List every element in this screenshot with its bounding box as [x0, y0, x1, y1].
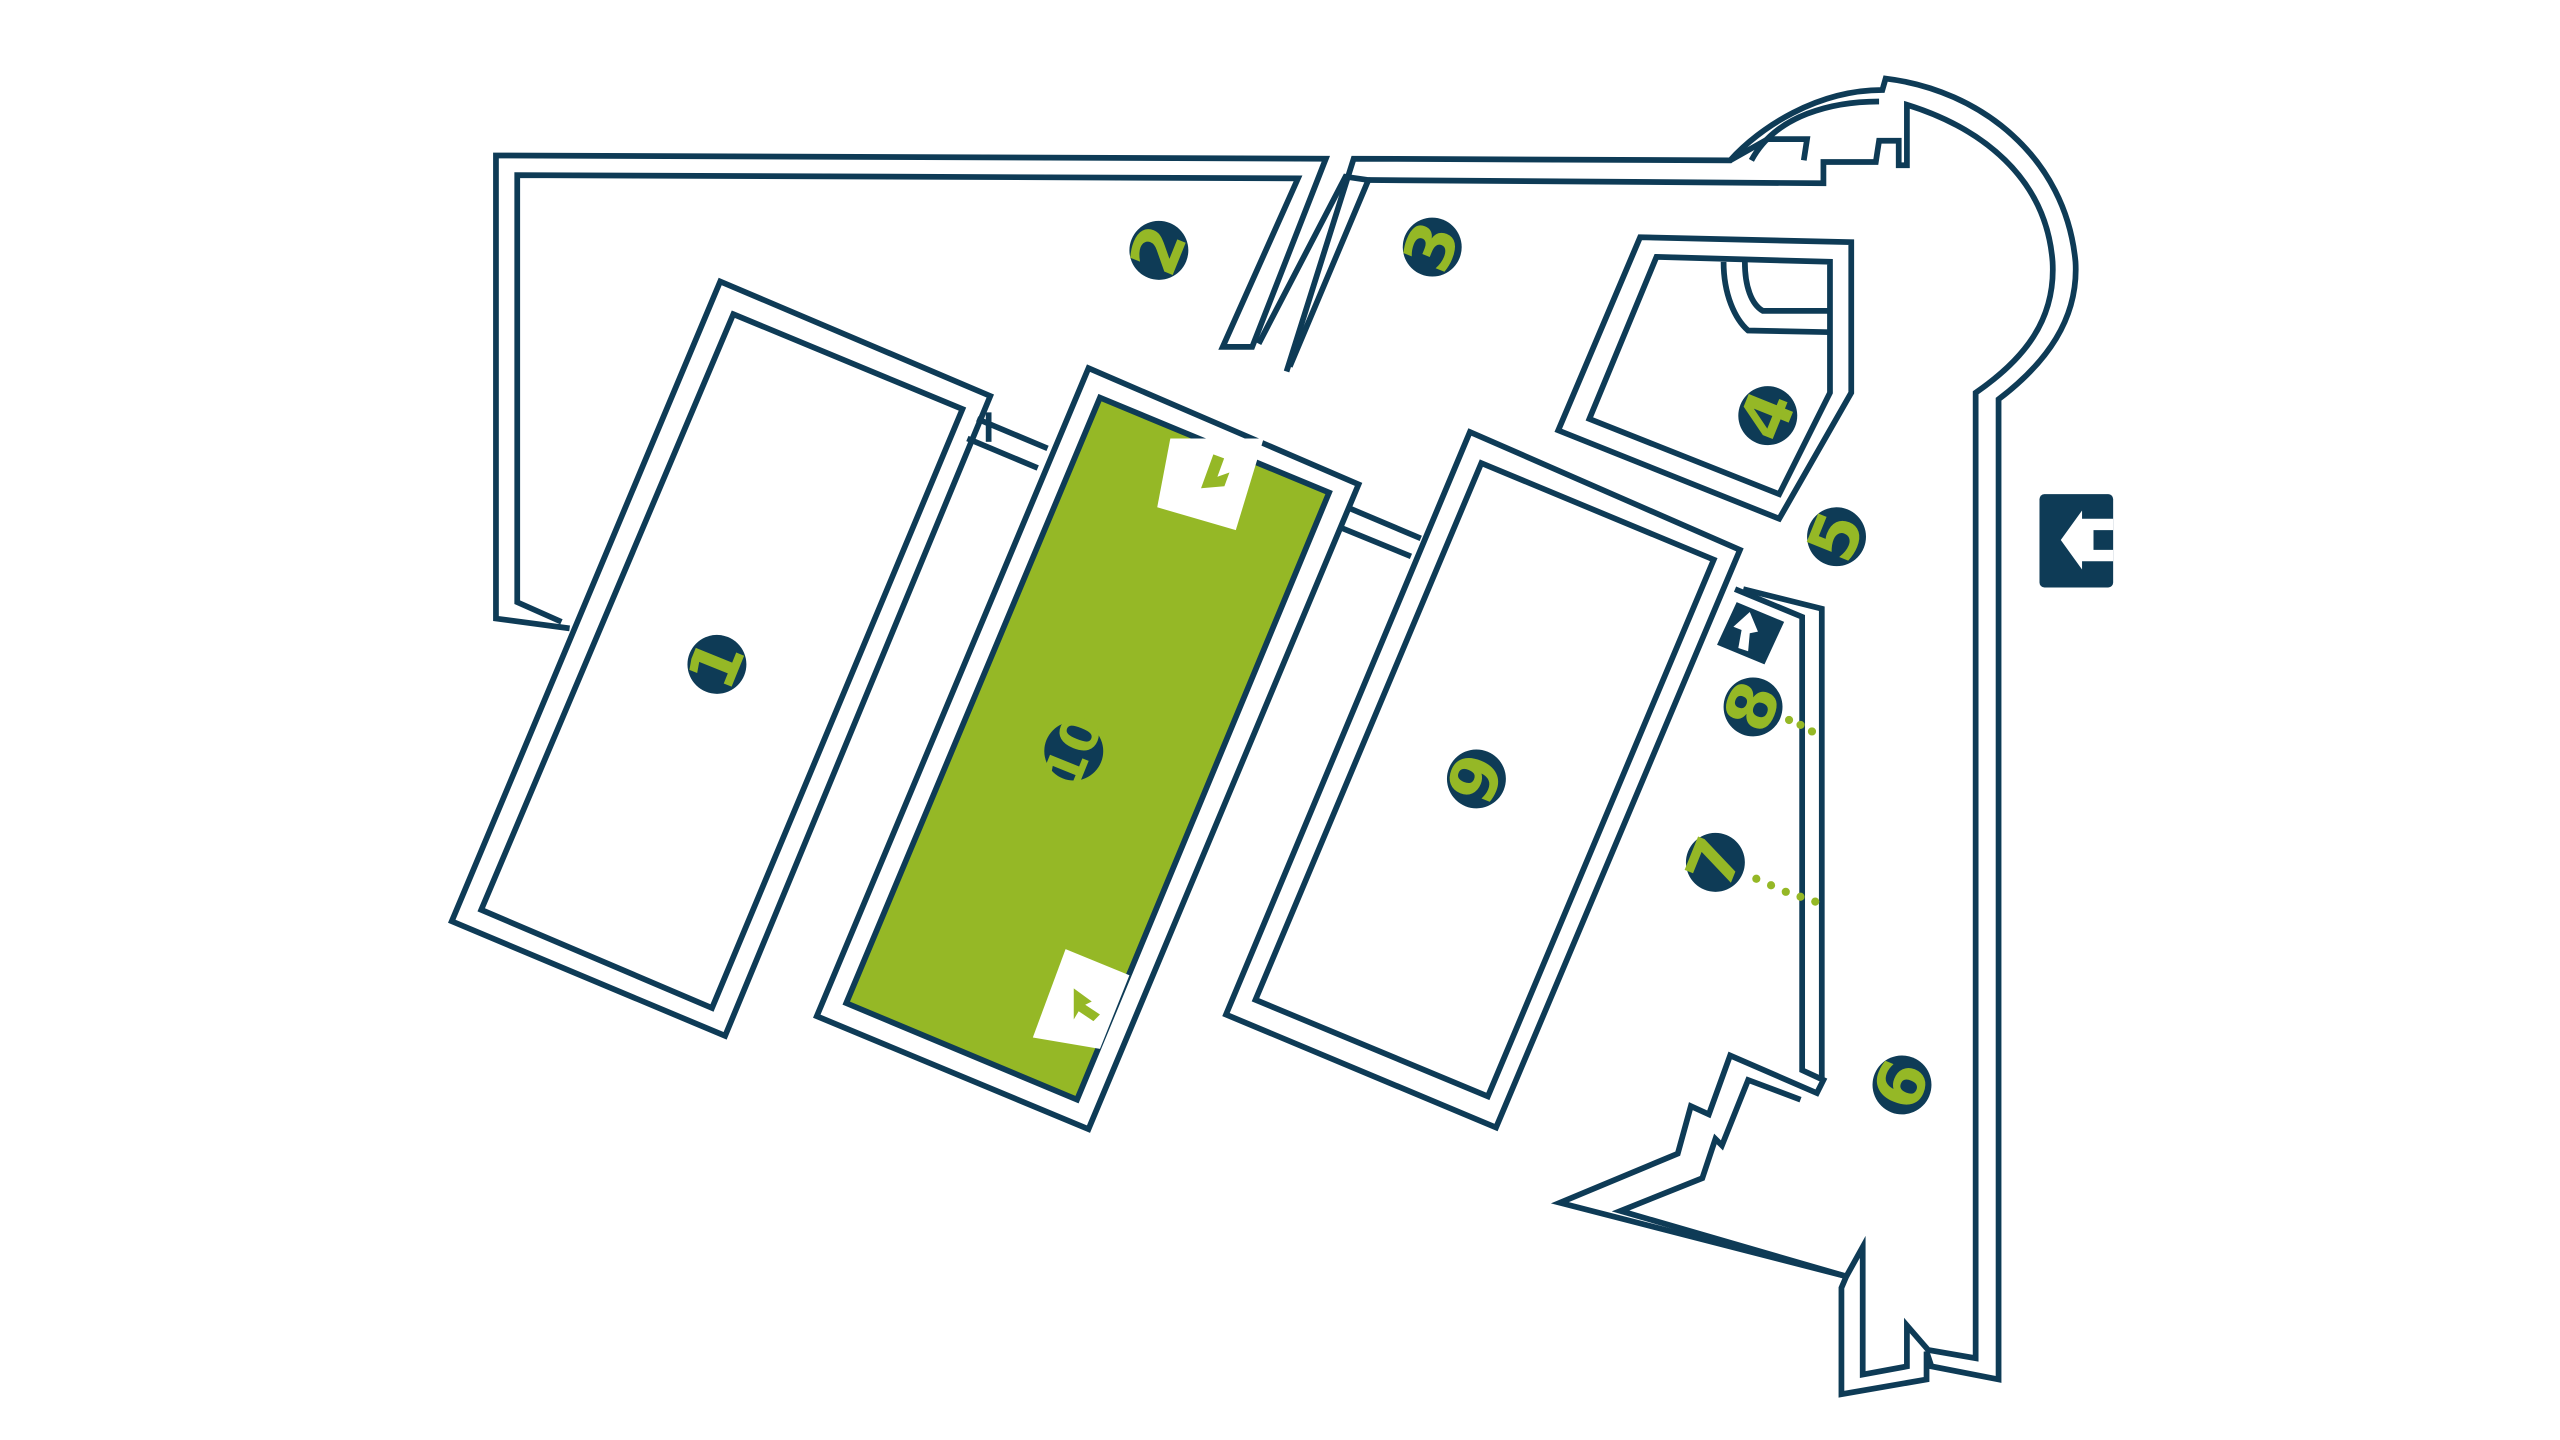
dotted-line-8: [1784, 715, 1817, 736]
hall-east: [1256, 75, 2079, 1398]
room-9: [1222, 428, 1744, 1132]
marker-9-label: 9: [1433, 744, 1521, 815]
hall-north-west: [493, 152, 1331, 632]
marker-3[interactable]: 3: [1386, 206, 1479, 289]
marker-2-label: 2: [1115, 215, 1203, 286]
marker-7-label: 7: [1672, 827, 1760, 898]
marker-4-label: 4: [1724, 380, 1812, 451]
marker-8[interactable]: 8: [1707, 665, 1800, 748]
marker-7[interactable]: 7: [1669, 821, 1762, 904]
marker-5[interactable]: 5: [1790, 495, 1883, 578]
exit-arrow-icon[interactable]: [2039, 494, 2114, 588]
marker-4[interactable]: 4: [1722, 374, 1815, 457]
marker-5-label: 5: [1793, 501, 1881, 572]
marker-1-label: 1: [673, 629, 761, 700]
marker-6[interactable]: 6: [1856, 1043, 1949, 1126]
entrance-arrow-icon[interactable]: [1032, 949, 1130, 1049]
stairs-up-icon[interactable]: [1717, 602, 1785, 665]
marker-2[interactable]: 2: [1113, 209, 1206, 292]
marker-9[interactable]: 9: [1430, 737, 1523, 820]
connector-10-9-inner: [1337, 524, 1413, 560]
dotted-line-7: [1752, 874, 1820, 906]
room-4: [1554, 234, 1855, 523]
connector-10-9: [1345, 504, 1422, 542]
marker-1[interactable]: 1: [671, 623, 764, 706]
entrance-arrow-icon[interactable]: [1157, 438, 1264, 531]
marker-3-label: 3: [1388, 212, 1476, 283]
marker-8-label: 8: [1709, 672, 1797, 743]
room-1: [448, 277, 995, 1040]
marker-6-label: 6: [1858, 1050, 1946, 1121]
